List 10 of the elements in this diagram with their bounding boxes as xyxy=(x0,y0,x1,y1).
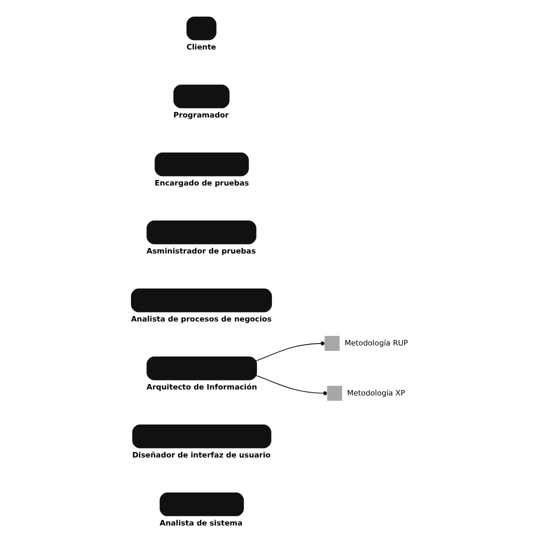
node-box xyxy=(326,386,342,401)
node-box xyxy=(132,424,271,448)
node-box xyxy=(172,84,230,108)
node-box xyxy=(130,288,272,312)
node-box xyxy=(159,492,244,516)
node-box xyxy=(146,356,256,380)
node-box xyxy=(186,16,216,40)
node-box xyxy=(154,152,248,176)
node-box xyxy=(146,220,256,244)
node-box xyxy=(324,336,340,351)
